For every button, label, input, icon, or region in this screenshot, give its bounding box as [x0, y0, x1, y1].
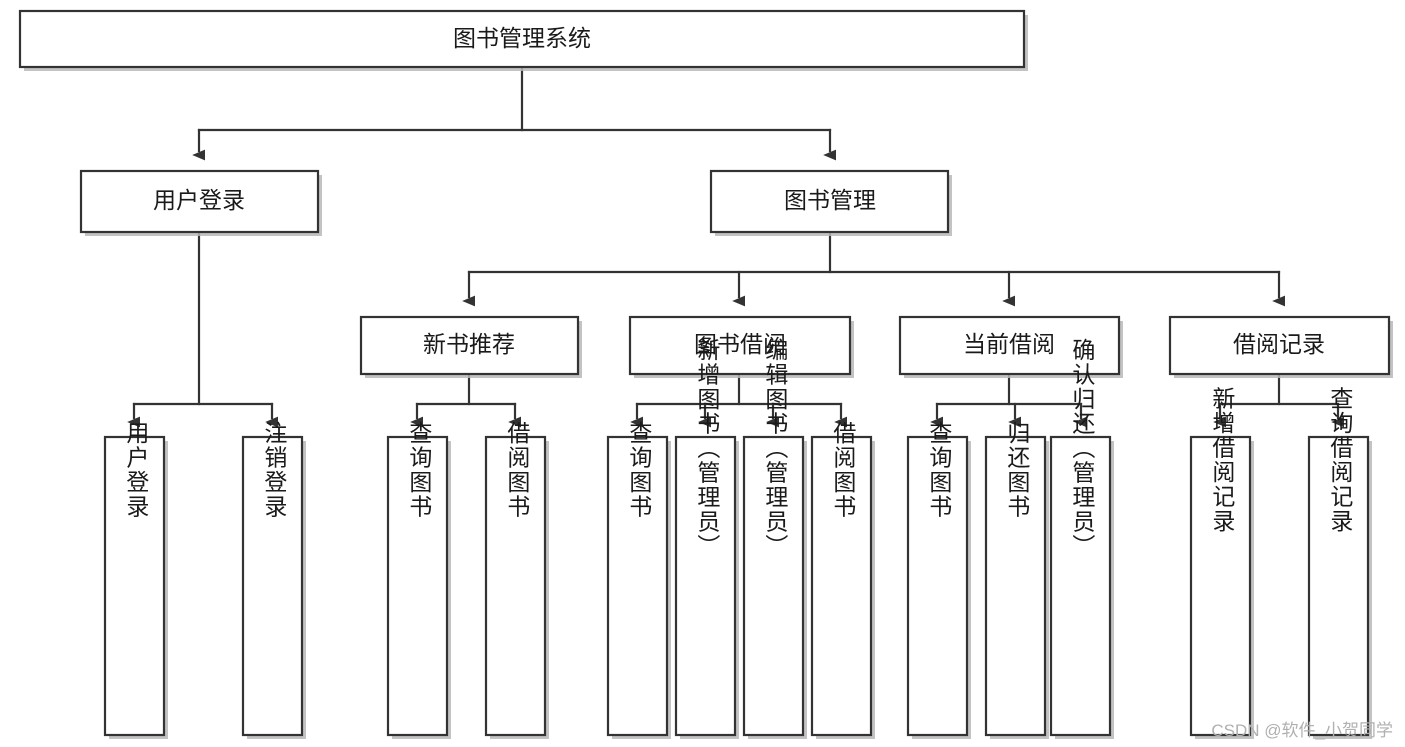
node-user-login[interactable]: 用户登录 — [79, 169, 322, 236]
node-leaf-edit-book-label: 编辑图书（管理员） — [762, 338, 789, 559]
node-leaf-confirm-return-label: 确认归还（管理员） — [1069, 338, 1096, 559]
node-borrow-record[interactable]: 借阅记录 — [1168, 315, 1393, 378]
node-book-management[interactable]: 图书管理 — [709, 169, 952, 236]
node-current-borrow[interactable]: 当前借阅 — [898, 315, 1123, 378]
connector-user-login-to-leaves — [127, 230, 279, 428]
node-leaf-borrow-book-rec[interactable]: 借阅图书 — [484, 421, 549, 739]
node-leaf-borrow-book[interactable]: 借阅图书 — [810, 421, 875, 739]
node-book-borrow[interactable]: 图书借阅 — [628, 315, 854, 378]
node-leaf-return-book[interactable]: 归还图书 — [984, 421, 1049, 739]
node-new-book-recommend-label: 新书推荐 — [423, 331, 515, 357]
node-leaf-add-record-label: 新增借阅记录 — [1209, 387, 1236, 534]
connector-new-book-recommend-to-leaves — [410, 372, 522, 428]
node-leaf-add-book[interactable]: 新增图书（管理员） — [674, 338, 739, 739]
node-leaf-query-record-label: 查询借阅记录 — [1327, 387, 1354, 534]
node-leaf-add-book-label: 新增图书（管理员） — [694, 338, 721, 559]
node-leaf-borrow-book-label: 借阅图书 — [830, 421, 857, 519]
node-leaf-user-login[interactable]: 用户登录 — [103, 421, 168, 739]
node-book-borrow-label: 图书借阅 — [694, 331, 786, 357]
node-leaf-query-book-current[interactable]: 查询图书 — [906, 421, 971, 739]
connector-borrow-record-to-leaves — [1213, 372, 1345, 428]
node-leaf-add-record[interactable]: 新增借阅记录 — [1189, 387, 1254, 740]
node-leaf-query-book-current-label: 查询图书 — [926, 421, 953, 519]
node-leaf-user-login-label: 用户登录 — [123, 421, 150, 519]
node-new-book-recommend[interactable]: 新书推荐 — [359, 315, 582, 378]
node-leaf-query-book-rec[interactable]: 查询图书 — [386, 421, 451, 739]
node-leaf-query-record[interactable]: 查询借阅记录 — [1307, 387, 1372, 740]
node-leaf-query-book-borrow[interactable]: 查询图书 — [606, 421, 671, 739]
node-root[interactable]: 图书管理系统 — [18, 9, 1028, 71]
connector-layer — [127, 65, 1345, 428]
connector-root-to-level2 — [192, 65, 837, 161]
node-leaf-edit-book[interactable]: 编辑图书（管理员） — [742, 338, 807, 739]
connector-book-management-to-level3 — [462, 230, 1286, 307]
node-root-label: 图书管理系统 — [453, 25, 591, 51]
node-current-borrow-label: 当前借阅 — [963, 331, 1055, 357]
node-leaf-borrow-book-rec-label: 借阅图书 — [504, 421, 531, 519]
node-leaf-logout-label: 注销登录 — [261, 421, 288, 519]
node-leaf-confirm-return[interactable]: 确认归还（管理员） — [1049, 338, 1114, 739]
node-leaf-return-book-label: 归还图书 — [1004, 421, 1031, 519]
node-borrow-record-label: 借阅记录 — [1233, 331, 1325, 357]
node-book-management-label: 图书管理 — [784, 187, 876, 213]
connector-book-borrow-to-leaves — [630, 372, 848, 428]
connector-current-borrow-to-leaves — [930, 372, 1088, 428]
node-leaf-logout[interactable]: 注销登录 — [241, 421, 306, 739]
node-leaf-query-book-borrow-label: 查询图书 — [626, 421, 653, 519]
node-user-login-label: 用户登录 — [153, 187, 245, 213]
node-leaf-query-book-rec-label: 查询图书 — [406, 421, 433, 519]
